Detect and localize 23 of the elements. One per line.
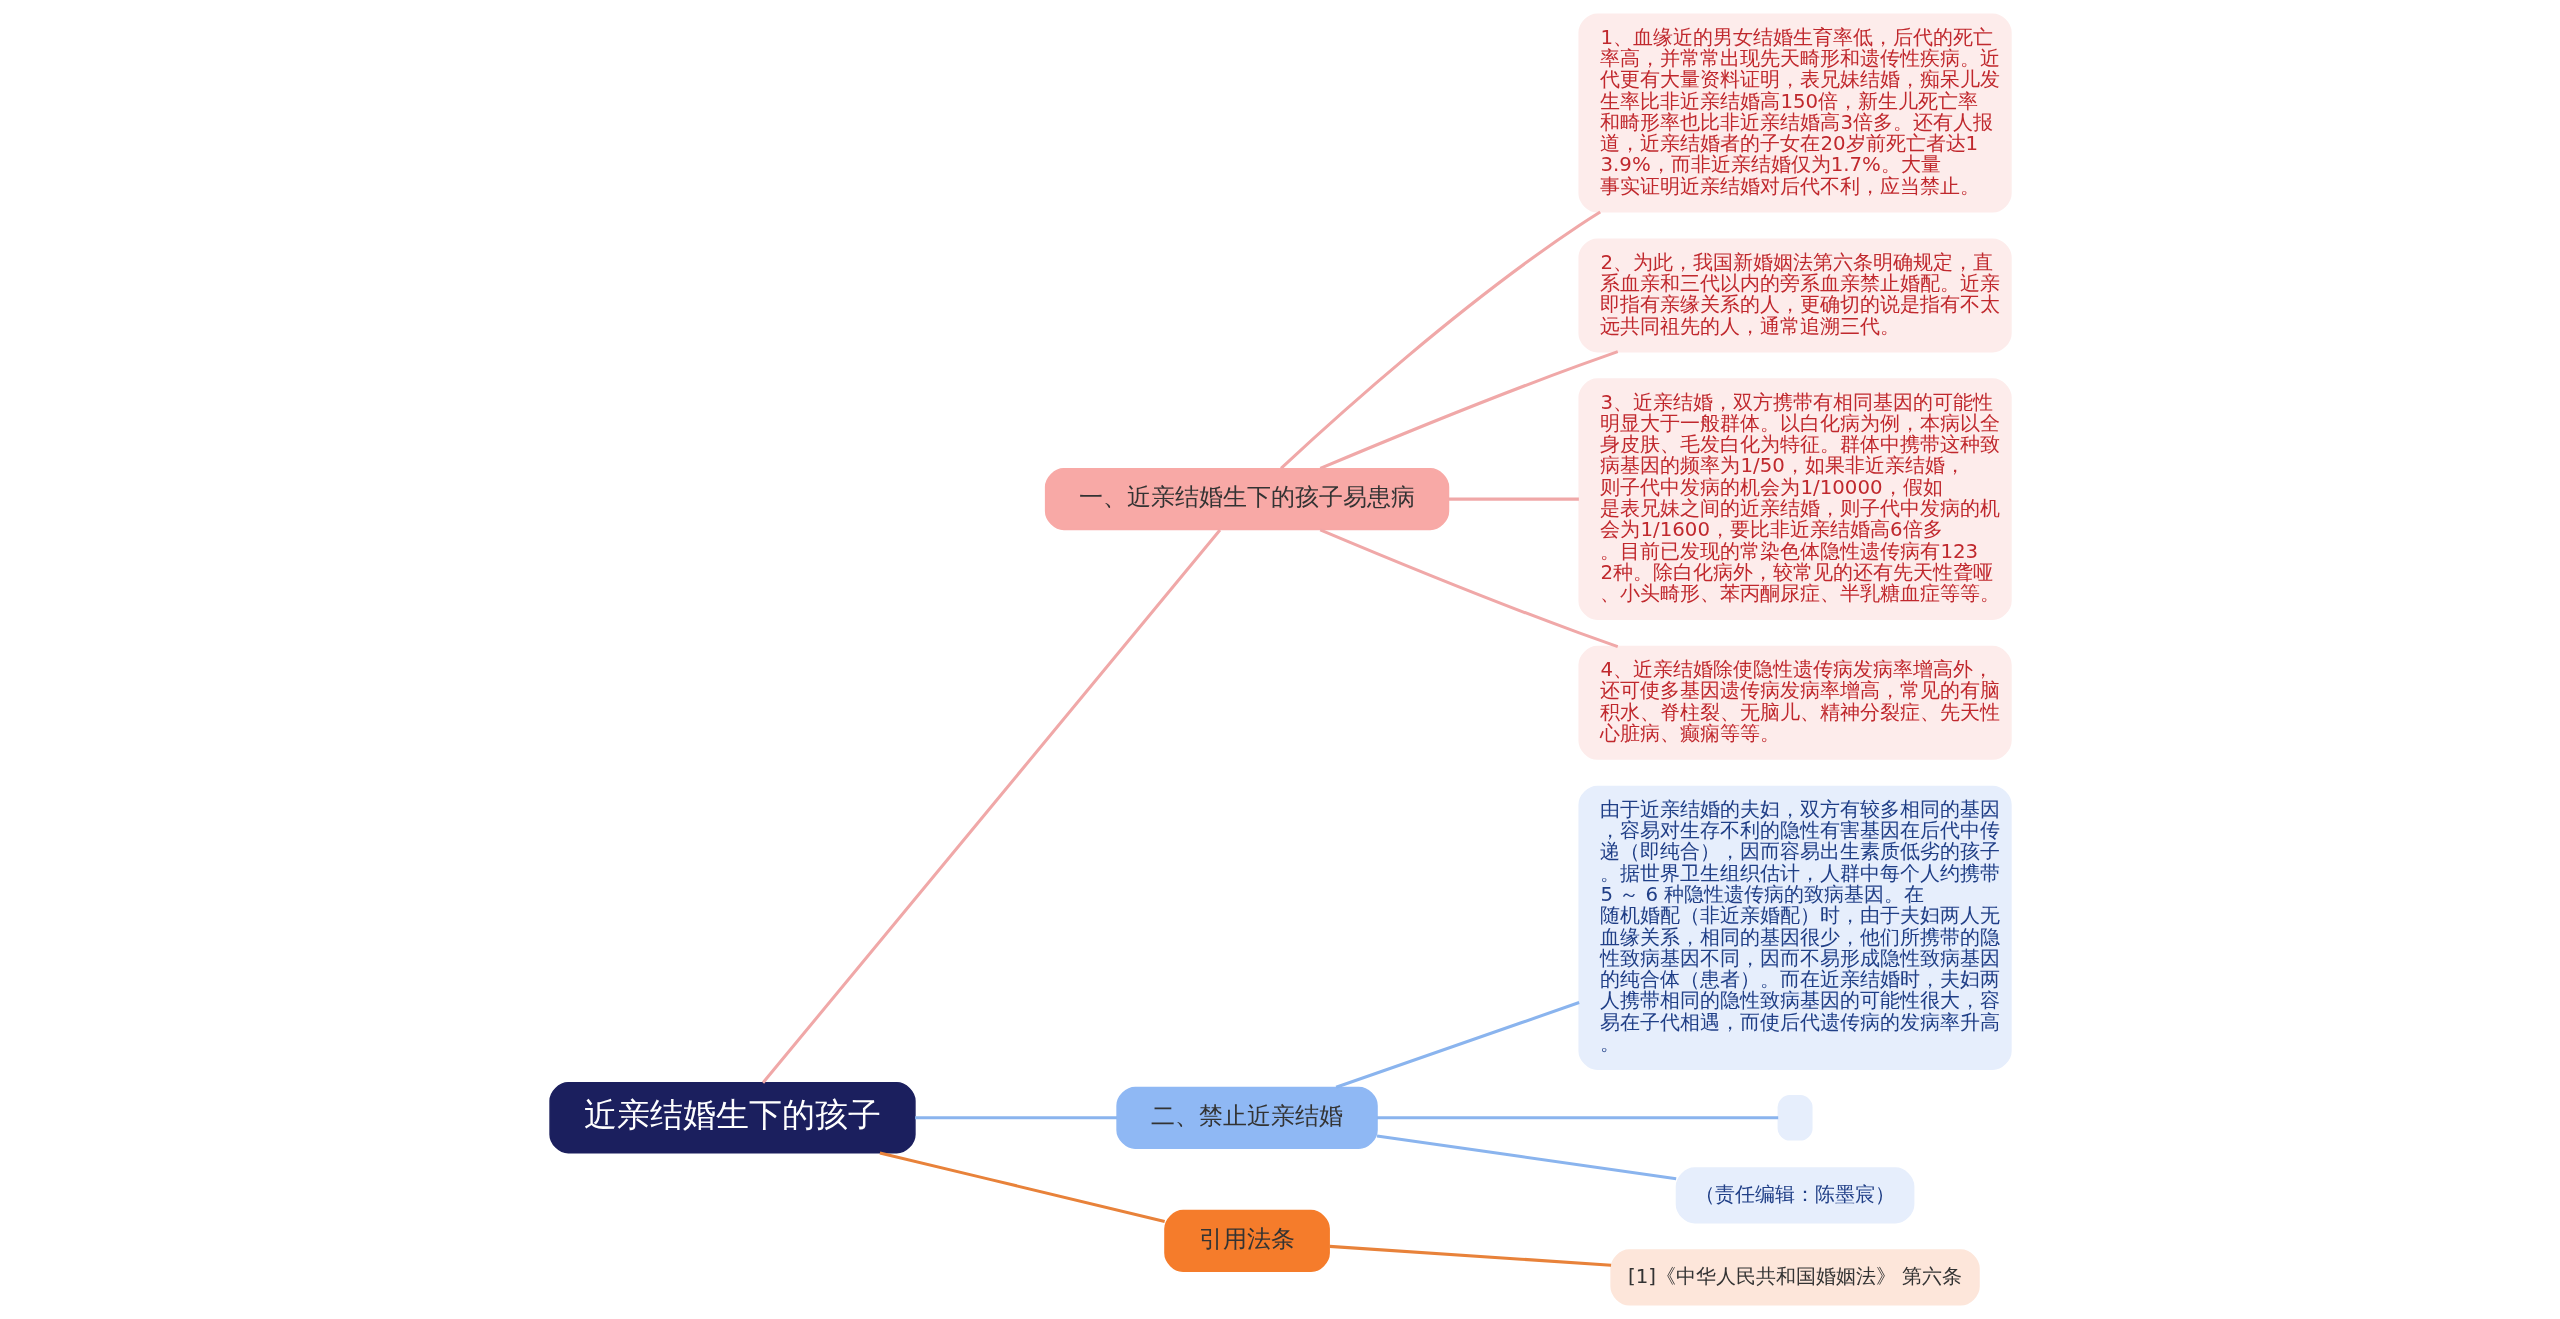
connector bbox=[1376, 1134, 1676, 1181]
connector bbox=[761, 529, 1221, 1084]
connector bbox=[1279, 210, 1601, 470]
connector bbox=[914, 1116, 1117, 1120]
node-box bbox=[1777, 1095, 1813, 1141]
connector bbox=[1335, 1001, 1580, 1089]
node-box: 引用法条 bbox=[1163, 1209, 1330, 1273]
connector bbox=[1319, 528, 1618, 648]
connector bbox=[1376, 1116, 1778, 1120]
node-box: [1]《中华人民共和国婚姻法》 第六条 bbox=[1609, 1249, 1980, 1306]
node-box: 由于近亲结婚的夫妇，双方有较多相同的基因，容易对生存不利的隐性有害基因在后代中传递（即纯合），因而容易出生素质低劣的孩子。据世界卫生组织估计，人群中每个人约携带 5 ～ 6 种隐性遗传病的致病基因。在随机婚配（非近亲婚配）时，由于夫妇两人无血缘关系，相同的基因很少，他们所携带的隐性致病基因不同，因而不易形成隐性致病基因的纯合体（患者）。而在近亲结婚时，夫妇两人携带相同的隐性致病基因的可能性很大，容易在子代相遇，而使后代遗传病的发病率升高。 bbox=[1577, 785, 2012, 1070]
node-box: 一、近亲结婚生下的孩子易患病 bbox=[1044, 467, 1449, 531]
node-box: 1、血缘近的男女结婚生育率低，后代的死亡率高，并常常出现先天畸形和遗传性疾病。近代更有大量资料证明，表兄妹结婚，痴呆儿发生率比非近亲结婚高150倍，新生儿死亡率和畸形率也比非近亲结婚高3倍多。还有人报道，近亲结婚者的子女在20岁前死亡者达13.9%，而非近亲结婚仅为1.7%。大量事实证明近亲结婚对后代不利，应当禁止。 bbox=[1577, 13, 2012, 213]
node-box: 3、近亲结婚，双方携带有相同基因的可能性明显大于一般群体。以白化病为例，本病以全身皮肤、毛发白化为特征。群体中携带这种致病基因的频率为1/50，如果非近亲结婚，则子代中发病的机会为1/10000，假如是表兄妹之间的近亲结婚，则子代中发病的机会为1/1600，要比非近亲结婚高6倍多。目前已发现的常染色体隐性遗传病有1232种。除白化病外，较常见的还有先天性聋哑、小头畸形、苯丙酮尿症、半乳糖血症等等。 bbox=[1577, 378, 2012, 620]
node-box: （责任编辑：陈墨宸） bbox=[1675, 1167, 1914, 1224]
connector bbox=[879, 1151, 1165, 1223]
node-box: 二、禁止近亲结婚 bbox=[1115, 1086, 1378, 1149]
connector bbox=[1448, 497, 1579, 501]
node-box: 2、为此，我国新婚姻法第六条明确规定，直系血亲和三代以内的旁系血亲禁止婚配。近亲即指有亲缘关系的人，更确切的说是指有不太远共同祖先的人，通常追溯三代。 bbox=[1577, 238, 2012, 353]
node-box: 近亲结婚生下的孩子 bbox=[548, 1082, 916, 1154]
connector bbox=[1319, 350, 1618, 470]
connector bbox=[1328, 1244, 1611, 1267]
node-box: 4、近亲结婚除使隐性遗传病发病率增高外，还可使多基因遗传病发病率增高，常见的有脑积水、脊柱裂、无脑儿、精神分裂症、先天性心脏病、癫痫等等。 bbox=[1577, 645, 2012, 760]
